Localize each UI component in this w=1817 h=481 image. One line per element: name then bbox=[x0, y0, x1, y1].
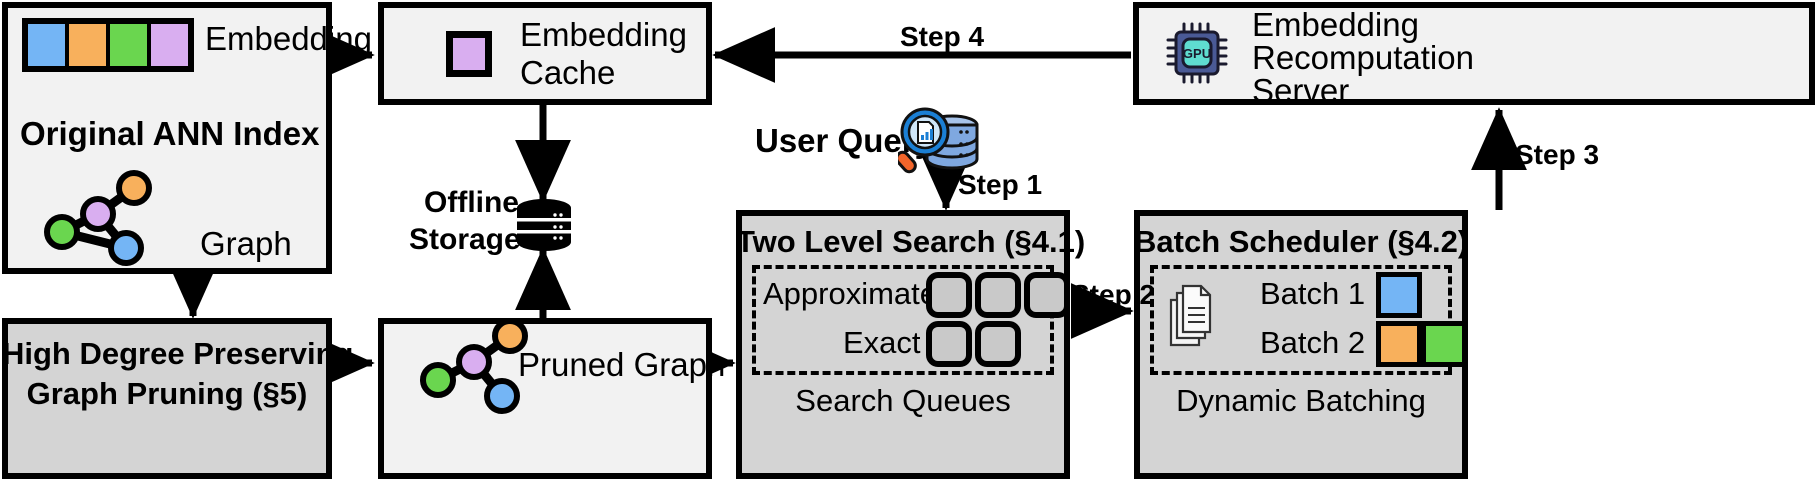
pruned-graph-figure bbox=[410, 318, 540, 414]
step-1-label: Step 1 bbox=[958, 169, 1043, 200]
search-queues-group bbox=[752, 265, 1054, 375]
pruned-graph-panel bbox=[378, 318, 712, 479]
two-level-search-title: Two Level Search (§4.1) bbox=[736, 224, 1086, 259]
queue-chip[interactable] bbox=[975, 321, 1021, 367]
recomputation-server-panel bbox=[1133, 2, 1815, 105]
offline-storage-label-line1: Offline bbox=[424, 186, 519, 219]
queue-chip[interactable] bbox=[926, 321, 972, 367]
approximate-queue-label: Approximate bbox=[763, 276, 938, 311]
embedding-cell-green bbox=[110, 24, 147, 66]
batch-2-swatch-green bbox=[1421, 321, 1467, 367]
offline-storage-label-line2: Storage bbox=[409, 223, 521, 256]
exact-queue-chips[interactable] bbox=[926, 321, 1021, 367]
queue-chip[interactable] bbox=[975, 272, 1021, 318]
embedding-label: Embedding bbox=[205, 20, 372, 57]
gpu-icon-text: GPU bbox=[1183, 46, 1211, 61]
dynamic-batching-footer: Dynamic Batching bbox=[1176, 383, 1426, 418]
graph-node-green bbox=[44, 214, 80, 250]
graph-node-blue bbox=[108, 230, 144, 266]
gpu-chip-icon: GPU bbox=[1166, 22, 1228, 84]
graph-label: Graph bbox=[200, 225, 292, 262]
dynamic-batching-group bbox=[1150, 265, 1452, 375]
embedding-cell-purple bbox=[151, 24, 188, 66]
graph-pruning-title-line2: Graph Pruning (§5) bbox=[26, 376, 308, 411]
recomputation-server-line1: Embedding bbox=[1252, 6, 1419, 43]
embedding-cell-blue bbox=[28, 24, 65, 66]
search-queues-footer: Search Queues bbox=[795, 383, 1011, 418]
batch-1-label: Batch 1 bbox=[1260, 276, 1366, 311]
embedding-cache-panel bbox=[378, 2, 712, 105]
embedding-strip bbox=[22, 18, 194, 72]
database-icon bbox=[517, 199, 571, 251]
graph-pruning-panel bbox=[2, 318, 332, 479]
embedding-cache-label-line1: Embedding bbox=[520, 16, 687, 53]
queue-chip[interactable] bbox=[926, 272, 972, 318]
exact-queue-label: Exact bbox=[843, 325, 921, 360]
pruned-node-purple bbox=[456, 344, 492, 380]
documents-icon bbox=[1169, 284, 1212, 347]
recomputation-server-line2: Recomputation bbox=[1252, 39, 1474, 76]
approximate-queue-chips[interactable] bbox=[926, 272, 1070, 318]
batch-scheduler-title: Batch Scheduler (§4.2) bbox=[1134, 224, 1469, 259]
step-4-label: Step 4 bbox=[900, 21, 985, 52]
embedding-cache-label-line2: Cache bbox=[520, 54, 616, 91]
queue-chip[interactable] bbox=[1024, 272, 1070, 318]
recomputation-server-line3: Server bbox=[1252, 72, 1350, 109]
query-search-database-icon bbox=[898, 107, 979, 174]
graph-pruning-title-line1: High Degree Preserving bbox=[2, 336, 354, 371]
embedding-cache-swatch bbox=[446, 31, 492, 77]
graph-node-purple bbox=[80, 196, 116, 232]
batch-2-label: Batch 2 bbox=[1260, 325, 1366, 360]
batch-1-swatch-blue bbox=[1376, 272, 1422, 318]
batch-2-swatch-orange bbox=[1376, 321, 1422, 367]
step-2-label: Step 2 bbox=[1071, 279, 1156, 310]
pruned-graph-label: Pruned Graph bbox=[518, 346, 726, 383]
graph-node-orange bbox=[116, 170, 152, 206]
pruned-node-orange bbox=[492, 318, 528, 354]
pruned-node-green bbox=[420, 362, 456, 398]
embedding-cell-orange bbox=[69, 24, 106, 66]
step-3-label: Step 3 bbox=[1515, 139, 1600, 170]
original-graph-figure bbox=[34, 170, 164, 266]
pruned-node-blue bbox=[484, 378, 520, 414]
original-ann-index-title: Original ANN Index bbox=[20, 115, 320, 152]
